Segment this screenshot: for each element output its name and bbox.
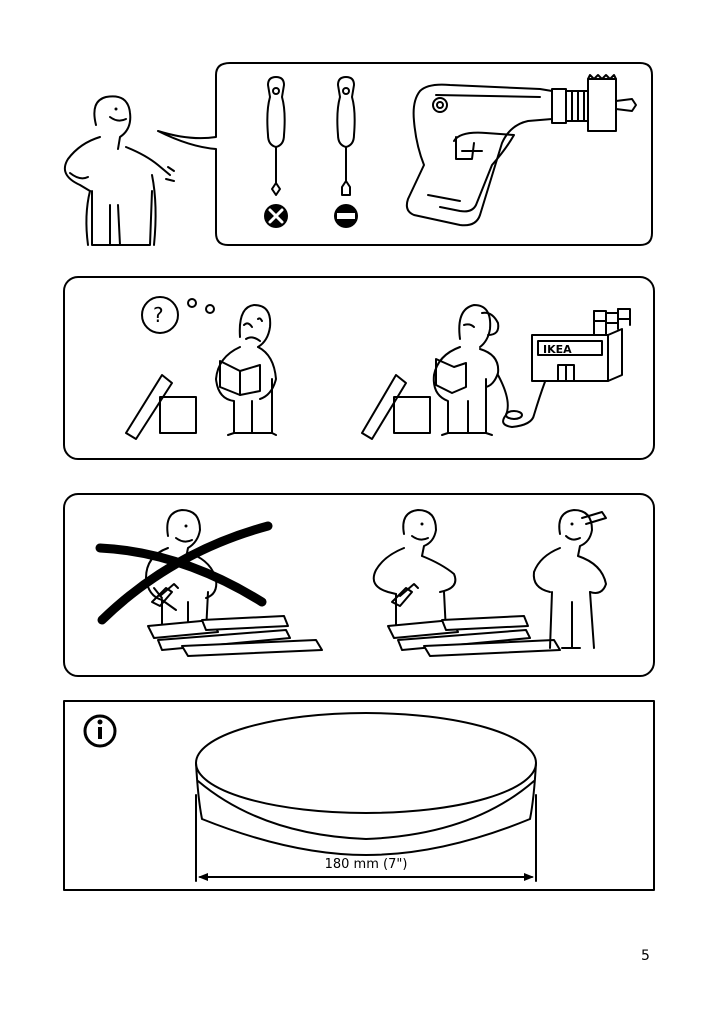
two-people-illustration — [63, 493, 655, 677]
person-phoning-figure — [361, 304, 547, 440]
boards-stack-2 — [387, 615, 561, 657]
two-people-panel — [62, 492, 656, 678]
dimension-line: 180 mm (7") — [198, 857, 534, 881]
boards-stack-1 — [147, 615, 323, 657]
store-sign: IKEA — [543, 343, 572, 356]
person-figure — [64, 95, 175, 246]
flathead-screwdriver-icon — [334, 76, 358, 228]
question-mark: ? — [153, 303, 164, 327]
power-drill-icon — [405, 74, 637, 227]
help-panel: ? — [62, 275, 656, 461]
ikea-store-icon: IKEA — [531, 308, 631, 382]
hammer-icon — [151, 583, 179, 607]
confused-person-figure: ? — [125, 296, 277, 440]
page-number: 5 — [641, 948, 650, 964]
lamp-shade-drawing — [195, 712, 537, 882]
info-icon — [83, 714, 117, 748]
info-panel: 180 mm (7") — [62, 699, 656, 892]
phillips-screwdriver-icon — [264, 76, 288, 228]
tools-illustration — [64, 62, 653, 246]
cross-out-mark — [95, 521, 273, 625]
tools-panel — [40, 55, 660, 255]
person-with-hammer-figure — [372, 509, 457, 633]
helper-person-figure — [532, 509, 607, 649]
help-illustration: ? — [63, 276, 655, 460]
hammer-icon — [391, 583, 419, 607]
shade-dimension-illustration: 180 mm (7") — [63, 700, 655, 891]
dimension-label: 180 mm (7") — [325, 857, 408, 872]
